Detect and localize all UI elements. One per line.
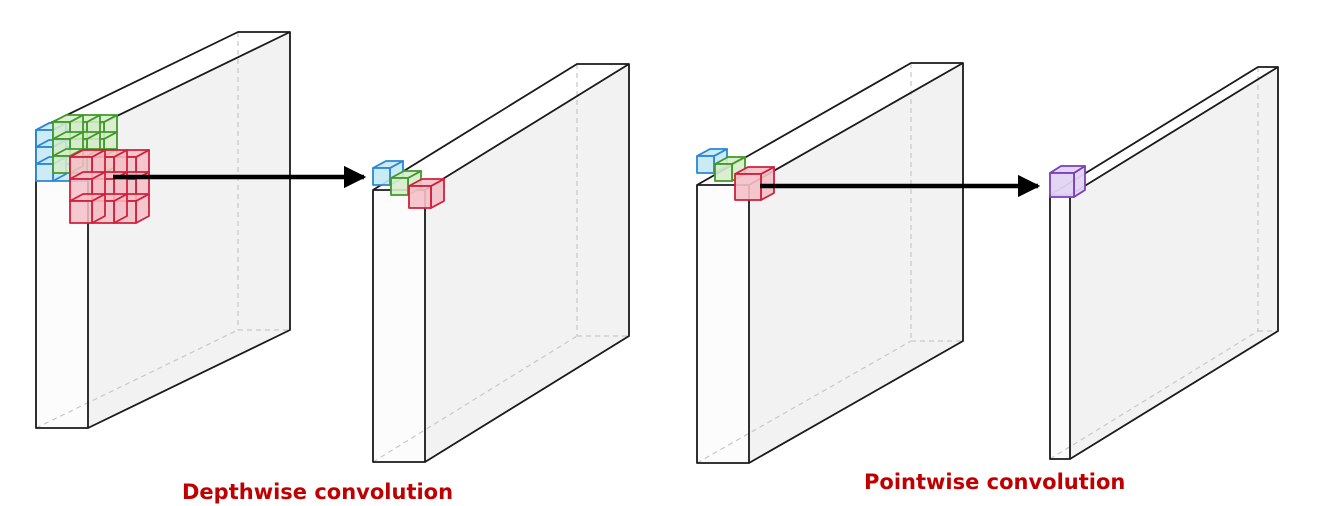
block-depthwise-output xyxy=(372,63,630,463)
pointwise-convolution-label: Pointwise convolution xyxy=(864,470,1126,494)
depthwise-output-cells xyxy=(372,160,445,209)
block-input-feature-map xyxy=(35,31,291,429)
pointwise-output-cell xyxy=(1049,165,1086,198)
pointwise-input-cells xyxy=(696,148,775,201)
block-pointwise-output xyxy=(1049,66,1279,460)
depthwise-kernel-red xyxy=(69,149,150,224)
depthwise-convolution-label: Depthwise convolution xyxy=(182,480,454,504)
block-pointwise-input xyxy=(696,62,964,464)
